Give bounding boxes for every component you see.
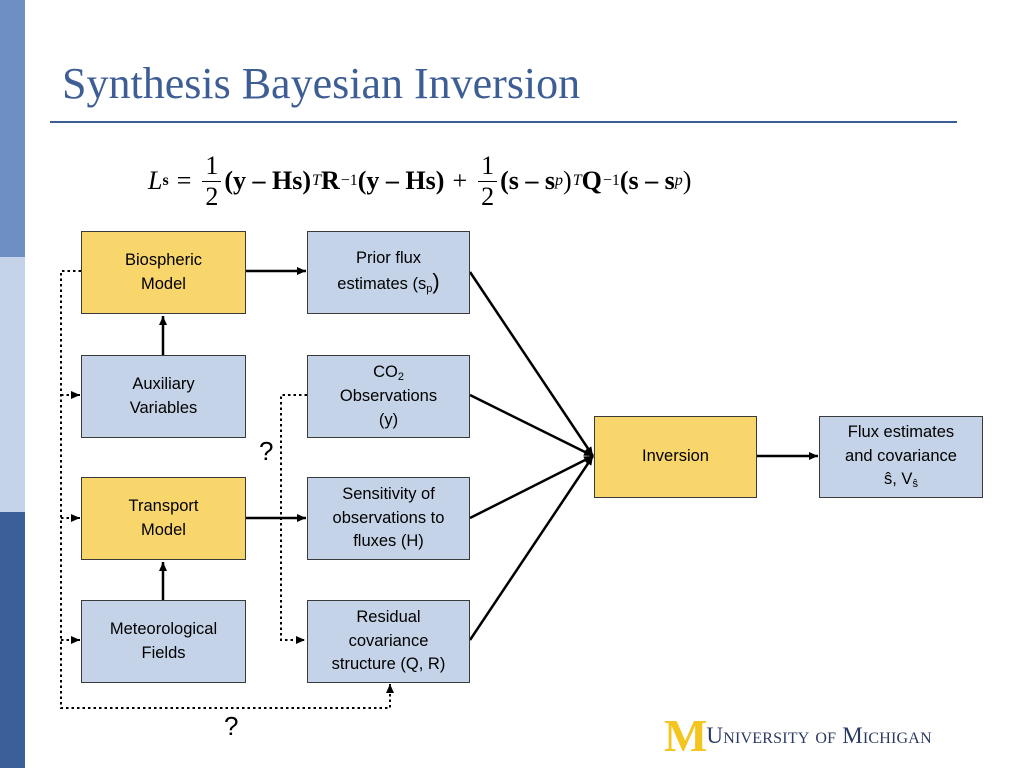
eq-lhs: L — [148, 166, 163, 195]
prior-flux-box: Prior flux estimates (sp) — [307, 231, 470, 314]
university-logo: M University of Michigan — [664, 710, 932, 761]
co2-line2: Observations — [339, 387, 438, 406]
eq-half-den-2: 2 — [481, 181, 495, 211]
sensitivity-line2: observations to — [332, 508, 445, 527]
eq-paren-1: ) — [563, 166, 572, 195]
eq-R: R — [320, 166, 340, 195]
residual-covariance-box: Residual covariance structure (Q, R) — [307, 600, 470, 683]
residual-line1: Residual — [356, 608, 421, 627]
arrow-prior-to-inversion — [468, 271, 595, 457]
eq-Q-inverse: −1 — [602, 172, 620, 189]
biospheric-line2: Model — [141, 274, 186, 293]
eq-Q: Q — [581, 166, 602, 195]
prior-sub: p — [426, 282, 433, 295]
residual-line2: covariance — [348, 631, 429, 650]
eq-transpose-2: T — [572, 172, 582, 189]
arrow-sensitivity-to-inversion — [469, 454, 594, 520]
flux-line2: and covariance — [845, 446, 957, 465]
inversion-label: Inversion — [642, 447, 709, 466]
university-name: University of Michigan — [706, 723, 932, 748]
inversion-box: Inversion — [594, 416, 757, 498]
block-m-logo: M — [664, 710, 707, 761]
prior-line1: Prior flux — [355, 249, 422, 268]
meteorological-line1: Meteorological — [109, 620, 218, 639]
eq-prior-diff-1: (s – s — [500, 166, 556, 195]
eq-residual-2: (y – Hs) — [357, 166, 445, 195]
eq-R-inverse: −1 — [340, 172, 358, 189]
question-mark-middle: ? — [259, 436, 274, 466]
eq-equals: = — [176, 166, 192, 195]
question-mark-bottom: ? — [224, 711, 239, 741]
flux-estimates-box: Flux estimates and covariance ŝ, Vŝ — [819, 416, 983, 498]
flux-sub: ŝ — [912, 478, 918, 491]
arrow-residual-to-inversion — [468, 455, 595, 641]
sensitivity-box: Sensitivity of observations to fluxes (H) — [307, 477, 470, 560]
sensitivity-line1: Sensitivity of — [342, 485, 435, 504]
auxiliary-line1: Auxiliary — [132, 375, 195, 394]
eq-residual-1: (y – Hs) — [224, 166, 312, 195]
co2-sub: 2 — [397, 370, 404, 383]
eq-lhs-sub: s — [162, 172, 169, 189]
flux-line1: Flux estimates — [847, 423, 955, 442]
eq-half-den: 2 — [205, 181, 219, 211]
title-divider — [50, 121, 957, 123]
prior-line2: estimates (s — [337, 274, 427, 293]
flux-line3: ŝ, V — [884, 470, 913, 489]
dotted-co2-to-residual — [280, 394, 307, 644]
side-bar-middle — [0, 257, 25, 512]
eq-p-sub-2: p — [674, 172, 683, 189]
slide-title: Synthesis Bayesian Inversion — [62, 59, 581, 108]
eq-p-sub-1: p — [555, 172, 564, 189]
biospheric-line1: Biospheric — [124, 251, 203, 270]
eq-plus: + — [452, 166, 468, 195]
meteorological-line2: Fields — [141, 643, 186, 662]
sensitivity-line3: fluxes (H) — [353, 532, 424, 551]
eq-paren-2: ) — [682, 166, 692, 195]
transport-line2: Model — [141, 520, 186, 539]
co2-line3: (y) — [378, 410, 399, 429]
eq-half-num-2: 1 — [478, 152, 498, 182]
eq-prior-diff-2: (s – s — [619, 166, 675, 195]
side-bar-bottom — [0, 512, 25, 768]
eq-transpose-1: T — [312, 172, 321, 189]
arrow-co2-to-inversion — [469, 393, 594, 458]
eq-half-num: 1 — [202, 152, 222, 182]
auxiliary-line2: Variables — [129, 398, 198, 417]
transport-line1: Transport — [128, 497, 199, 516]
co2-line1: CO — [373, 362, 398, 381]
residual-line3: structure (Q, R) — [331, 655, 446, 674]
dotted-bus — [60, 270, 394, 709]
side-bar-top — [0, 0, 25, 257]
prior-close-paren: ) — [432, 268, 440, 294]
